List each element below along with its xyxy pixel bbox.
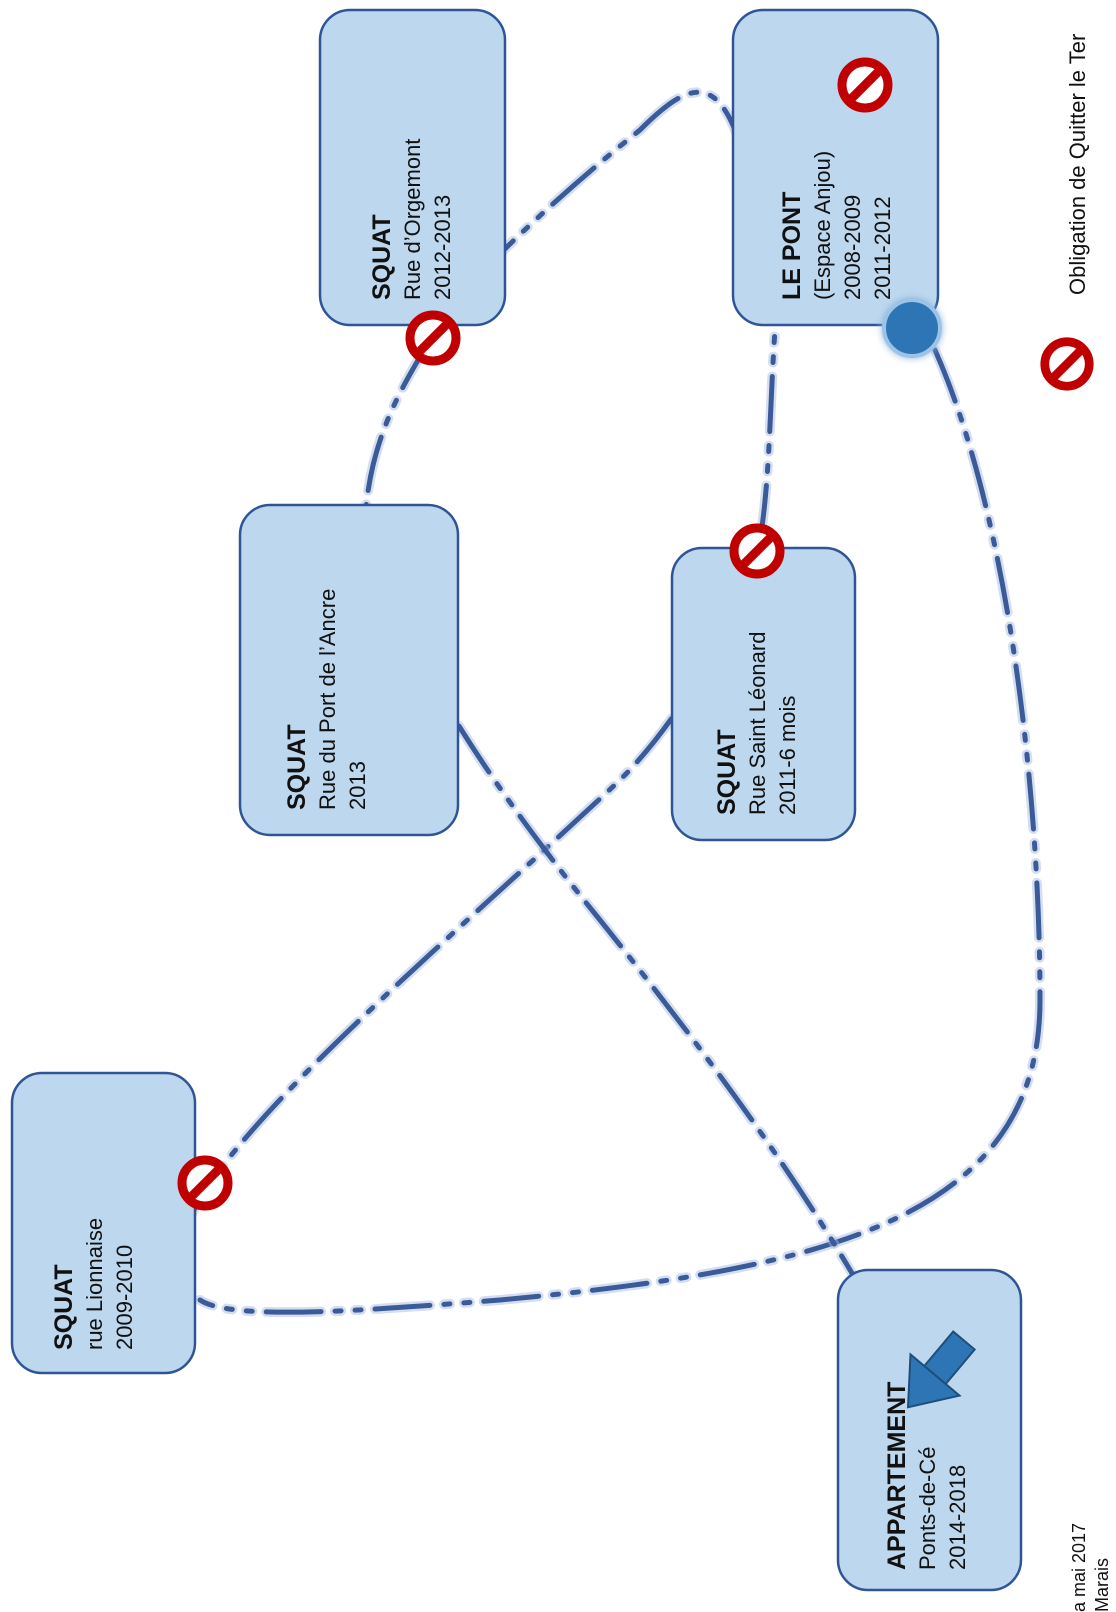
box-title: APPARTEMENT [883, 1382, 911, 1570]
box-line: 2011-6 mois [775, 696, 800, 815]
no-entry-icon [842, 62, 888, 108]
box-line: 2014-2018 [945, 1465, 970, 1570]
box-title: SQUAT [283, 724, 311, 810]
path-lepont-to-lionnaise [197, 347, 1043, 1315]
box-appartement: APPARTEMENT Ponts-de-Cé 2014-2018 [836, 1268, 1023, 1592]
svg-text:APPARTEMENT Ponts-de-Cé: APPARTEMENT Ponts-de-Cé 2014-2018 [883, 1377, 970, 1570]
box-line: Rue du Port de l’Ancre [315, 589, 340, 810]
no-entry-icon [182, 1160, 228, 1206]
box-squat-saint-leonard: SQUAT Rue Saint Léonard 2011-6 mois [670, 546, 857, 842]
no-entry-icon [410, 315, 456, 361]
path-lepont-to-orgemont [452, 89, 748, 303]
no-entry-icon [1045, 342, 1089, 386]
box-line: 2009-2010 [112, 1245, 137, 1350]
box-squat-lionnaise: SQUAT rue Lionnaise 2009-2010 [10, 1071, 197, 1375]
box-squat-port-ancre: SQUAT Rue du Port de l’Ancre 2013 [238, 503, 460, 837]
svg-text:SQUAT Rue Saint Léonard: SQUAT Rue Saint Léonard 2011-6 mois [713, 627, 800, 815]
svg-text:LE PONT (Espace Anjou): LE PONT (Espace Anjou) 2008-2009 2011-20… [778, 146, 895, 300]
start-dot [882, 298, 942, 358]
credit: a mai 2017 Marais [1069, 1523, 1112, 1612]
box-line: (Espace Anjou) [810, 151, 835, 300]
box-line: 2013 [345, 761, 370, 810]
box-line: Rue Saint Léonard [745, 632, 770, 815]
box-line: 2008-2009 [840, 195, 865, 300]
box-title: SQUAT [368, 214, 396, 300]
box-line: Ponts-de-Cé [915, 1446, 940, 1570]
box-line: 2011-2012 [870, 196, 895, 300]
box-line: rue Lionnaise [82, 1218, 107, 1350]
box-le-pont: LE PONT (Espace Anjou) 2008-2009 2011-20… [731, 8, 940, 327]
box-line: 2012-2013 [430, 195, 455, 300]
box-title: SQUAT [50, 1264, 78, 1350]
path-saintleonard-to-lepont [757, 327, 778, 543]
path-orgemont-to-portancre [362, 337, 433, 523]
credit-line-2: Marais [1092, 1558, 1112, 1612]
box-title: SQUAT [713, 729, 741, 815]
svg-text:SQUAT rue Lionnaise: SQUAT rue Lionnaise 2009-2010 [50, 1213, 137, 1350]
arrow-icon [906, 1330, 977, 1409]
legend: Obligation de Quitter le Ter [1045, 34, 1090, 387]
legend-label: Obligation de Quitter le Ter [1065, 34, 1090, 295]
credit-line-1: a mai 2017 [1069, 1523, 1089, 1612]
svg-text:SQUAT Rue du Port de l’A: SQUAT Rue du Port de l’Ancre 2013 [283, 584, 370, 810]
box-squat-orgemont: SQUAT Rue d’Orgemont 2012-2013 [318, 8, 507, 327]
no-entry-icon [734, 528, 780, 574]
svg-text:SQUAT Rue d’Orgemont: SQUAT Rue d’Orgemont 2012-2013 [368, 134, 455, 300]
box-line: Rue d’Orgemont [400, 139, 425, 300]
box-title: LE PONT [778, 192, 806, 300]
